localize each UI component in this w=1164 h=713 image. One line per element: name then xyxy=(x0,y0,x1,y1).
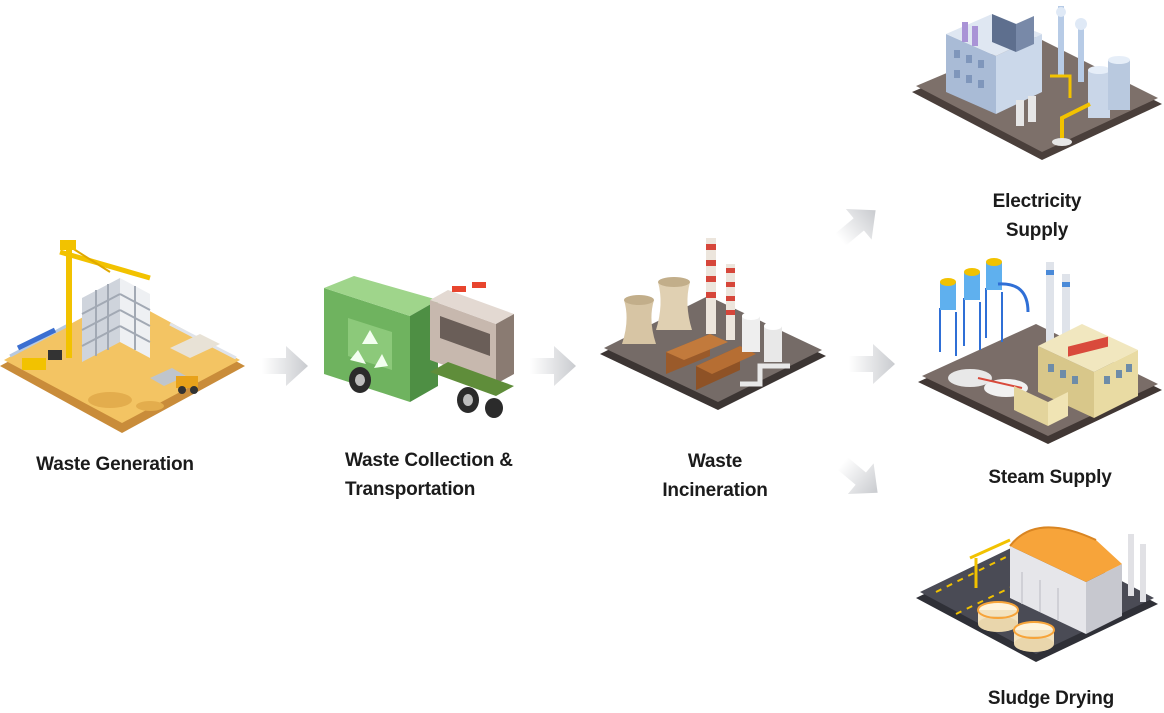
output-label-steam: Steam Supply xyxy=(988,467,1112,488)
stage-label-incineration: Waste Incineration xyxy=(662,451,768,501)
output-label-sludge: Sludge Drying xyxy=(987,688,1115,709)
steam-factory-icon xyxy=(918,258,1162,444)
right-arrow-icon xyxy=(262,346,308,386)
incineration-plant-icon xyxy=(600,238,826,410)
down-right-arrow-icon xyxy=(837,457,878,494)
up-right-arrow-icon xyxy=(835,209,876,246)
construction-site-icon xyxy=(0,240,245,433)
right-arrow-icon xyxy=(849,344,895,384)
output-label-electricity: Electricity Supply xyxy=(992,191,1082,241)
sludge-drying-plant-icon xyxy=(916,526,1158,662)
right-arrow-icon xyxy=(530,346,576,386)
stage-label-generation: Waste Generation xyxy=(36,454,194,475)
stage-label-collection: Waste Collection & Transportation xyxy=(345,450,513,500)
power-plant-icon xyxy=(912,6,1162,160)
garbage-truck-icon xyxy=(324,276,514,418)
